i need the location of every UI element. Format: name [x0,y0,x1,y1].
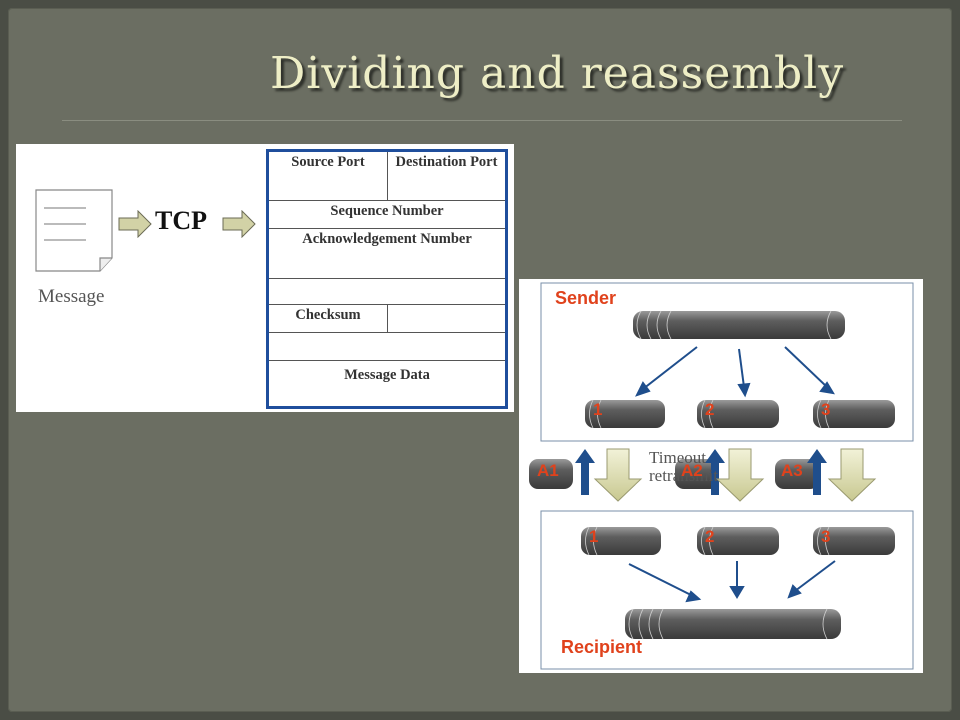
ack-label: A1 [537,461,559,480]
sequence-number-cell: Sequence Number [267,200,507,229]
tcp-diagram: Message TCP Source Port Destination Port… [16,144,514,412]
ack-label: A3 [781,461,803,480]
segment-down-arrows [593,448,877,502]
sender-segment [813,399,895,429]
recipient-segment [581,526,661,556]
segmentation-graphics [529,282,914,670]
message-label: Message [38,286,105,307]
sender-message-cylinder [633,310,845,340]
recipient-segment [697,526,779,556]
sender-segment [585,399,665,429]
arrow-right-icon [222,210,256,238]
ack-segment [529,459,573,489]
ack-up-arrows [575,449,827,495]
segment-number: 1 [593,400,603,419]
arrow-right-icon [118,210,152,238]
checksum-cell: Checksum [267,304,388,333]
segment-number: 2 [705,527,715,546]
recipient-label: Recipient [561,637,643,657]
reassembly-arrows [628,560,836,603]
timeout-text: Timeout retransmit [649,449,718,485]
destination-port-cell: Destination Port [387,150,507,201]
source-port-cell: Source Port [267,150,388,201]
ack-label: A2 [681,461,703,480]
empty-row [267,278,507,305]
segment-number: 3 [821,527,831,546]
segment-number: 2 [705,400,715,419]
recipient-segment [813,526,895,556]
sender-label: Sender [555,288,617,308]
segmentation-diagram: Sender Recipient 1 2 3 1 2 3 Timeout ret… [519,279,923,673]
empty-cell [387,304,507,333]
timeout-line-2: retransmit [649,466,718,485]
slide-title: Dividing and reassembly [270,48,845,99]
segment-number: 3 [821,400,831,419]
sender-segment [697,399,779,429]
timeout-line-1: Timeout [649,448,707,467]
message-document-icon [35,189,113,272]
segment-number: 1 [589,527,599,546]
split-arrows [635,346,835,398]
ack-number-cell: Acknowledgement Number [267,228,507,279]
sender-box [540,282,914,442]
tcp-header-table: Source Port Destination Port Sequence Nu… [266,149,508,409]
message-data-cell: Message Data [267,360,507,408]
title-divider [62,120,902,121]
recipient-box [540,510,914,670]
empty-row [267,332,507,361]
ack-segment [675,459,719,489]
recipient-message-cylinder [625,608,841,640]
tcp-label: TCP [155,206,207,235]
ack-segment [775,459,819,489]
